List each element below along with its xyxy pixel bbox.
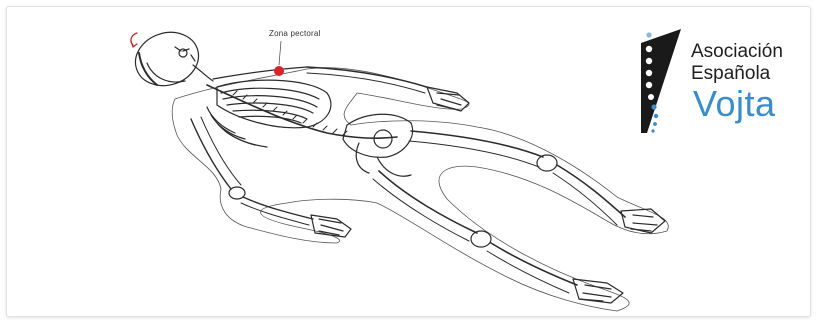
logo-text-asociacion: Asociación (691, 41, 783, 63)
pectoral-zone-label: Zona pectoral (269, 29, 321, 38)
asociacion-vojta-logo: Asociación Española Vojta (635, 21, 805, 149)
logo-text-vojta: Vojta (693, 83, 776, 125)
logo-text-espanola: Española (691, 63, 770, 85)
logo-dots-icon (641, 29, 681, 133)
image-card: Zona pectoral Asociación Española Vojta (6, 6, 811, 317)
pectoral-marker (274, 66, 284, 76)
